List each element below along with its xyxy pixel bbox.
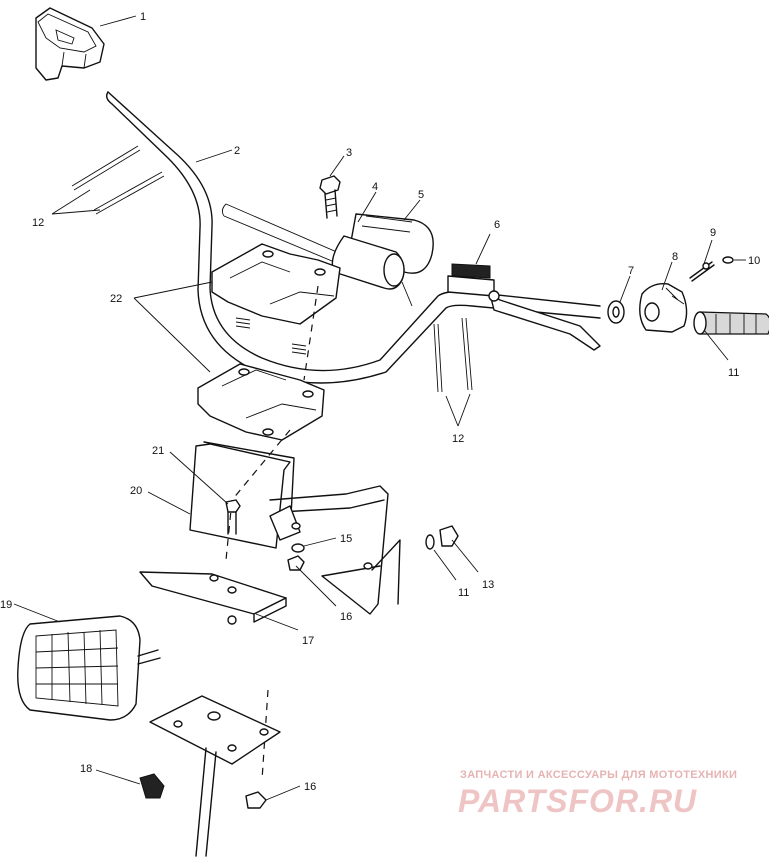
- assembly-dashed-lines: [225, 285, 319, 781]
- part-8-throttle-housing: [639, 283, 688, 333]
- callout-5: 5: [418, 189, 424, 201]
- support-plate: [149, 695, 281, 857]
- callout-12-right: 12: [452, 433, 464, 445]
- callout-11-grip: 11: [728, 367, 739, 379]
- part-10-washer: [722, 256, 734, 264]
- callout-4: 4: [372, 181, 378, 193]
- callout-19: 19: [0, 599, 12, 611]
- callout-16-lower: 16: [304, 781, 316, 793]
- callout-labels: 1 2 3 4 5 6 7 8 9 10 11 12 12 22 21 20 1…: [0, 11, 760, 793]
- part-13-nut: [439, 525, 459, 547]
- callout-20: 20: [130, 485, 142, 497]
- watermark: ЗАПЧАСТИ И АКСЕССУАРЫ ДЛЯ МОТОТЕХНИКИ PA…: [458, 769, 737, 819]
- part-15-washer: [291, 543, 305, 553]
- part-21-bolt: [225, 499, 241, 535]
- part-11-washer: [425, 534, 435, 550]
- leader-lines: [13, 15, 746, 801]
- watermark-subtitle: ЗАПЧАСТИ И АКСЕССУАРЫ ДЛЯ МОТОТЕХНИКИ: [460, 769, 737, 781]
- callout-6: 6: [494, 219, 500, 231]
- callout-2: 2: [234, 145, 240, 157]
- part-12-cable-ties: [71, 145, 473, 393]
- callout-22: 22: [110, 293, 122, 305]
- watermark-brand: PARTSFOR.RU: [458, 783, 697, 819]
- callout-8: 8: [672, 251, 678, 263]
- callout-10: 10: [748, 255, 760, 267]
- part-3-bolt: [319, 175, 341, 219]
- part-19-headlight: [17, 615, 161, 721]
- callout-21: 21: [152, 445, 164, 457]
- part-7-ring: [607, 300, 625, 324]
- part-11-grip: [693, 311, 769, 335]
- part-9-screw: [689, 261, 715, 282]
- callout-16-upper: 16: [340, 611, 352, 623]
- callout-9: 9: [710, 227, 716, 239]
- part-4-sleeve: [331, 235, 413, 307]
- part-6-master-cylinder: [447, 263, 601, 351]
- callout-11-washer: 11: [458, 587, 469, 599]
- part-16-nut-lower: [245, 791, 267, 809]
- part-20-bracket-frame: [189, 441, 401, 615]
- part-18-clip: [139, 773, 165, 799]
- part-1-handlebar-cover: [35, 7, 105, 81]
- callout-12-left: 12: [32, 217, 44, 229]
- callout-17: 17: [302, 635, 314, 647]
- callout-1: 1: [140, 11, 146, 23]
- part-22-clamp-lower: [197, 363, 325, 441]
- callout-18: 18: [80, 763, 92, 775]
- part-16-nut-upper: [287, 555, 305, 571]
- callout-13: 13: [482, 579, 494, 591]
- callout-3: 3: [346, 147, 352, 159]
- callout-15: 15: [340, 533, 352, 545]
- part-22-clamp-upper: [211, 243, 341, 325]
- part-17-mounting-plate: [139, 571, 287, 625]
- callout-7: 7: [628, 265, 634, 277]
